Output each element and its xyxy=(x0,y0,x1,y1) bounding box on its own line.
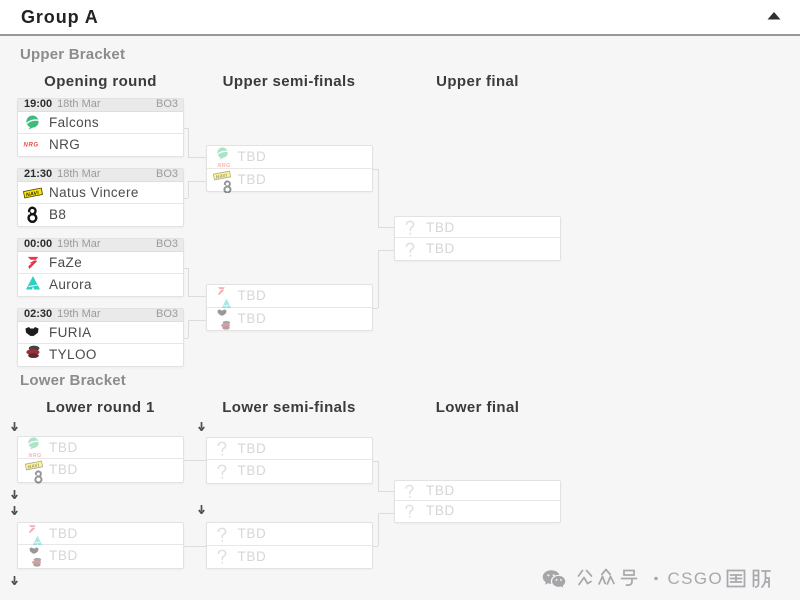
svg-text:CSGO: CSGO xyxy=(668,569,724,588)
